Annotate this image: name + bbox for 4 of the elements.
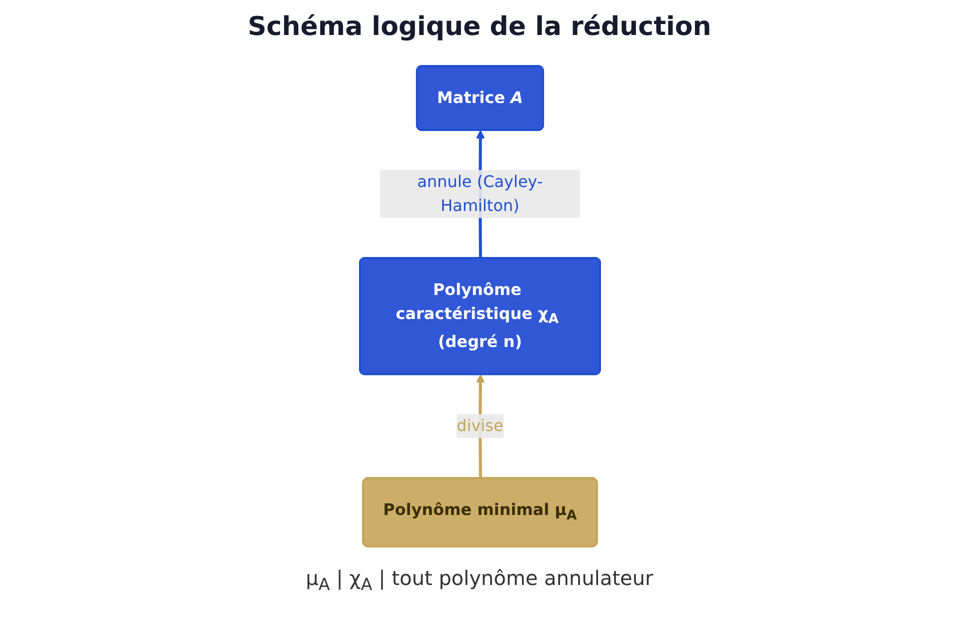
note-text: μ$_{A}$ | χ$_{A}$ | tout polynôme annulateur: [304, 566, 654, 594]
edge-label: divise: [456, 416, 503, 435]
edge-label: annule (Cayley-Hamilton): [416, 172, 542, 215]
diagram-title: Schéma logique de la réduction: [246, 12, 712, 42]
